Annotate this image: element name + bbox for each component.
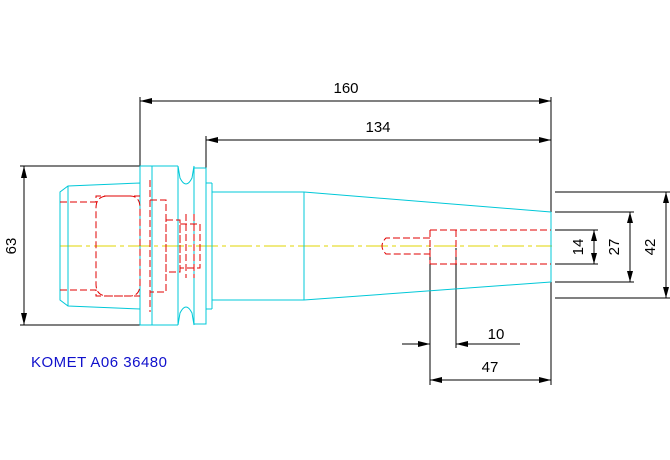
dim-flange-diameter: 63 xyxy=(3,238,20,255)
part-label: KOMET A06 36480 xyxy=(31,354,167,371)
dim-bore-depth: 47 xyxy=(482,359,499,376)
dim-tip-diameter: 42 xyxy=(642,239,659,256)
dim-overall-length: 160 xyxy=(333,80,358,97)
dim-shank-length: 134 xyxy=(365,119,390,136)
dim-bore-diameter: 14 xyxy=(570,239,587,256)
dim-thread-length: 10 xyxy=(488,326,505,343)
hidden-lines xyxy=(60,180,551,312)
dimension-lines xyxy=(20,97,670,385)
dim-mid-diameter: 27 xyxy=(606,239,623,256)
dimension-arrows xyxy=(21,98,669,383)
